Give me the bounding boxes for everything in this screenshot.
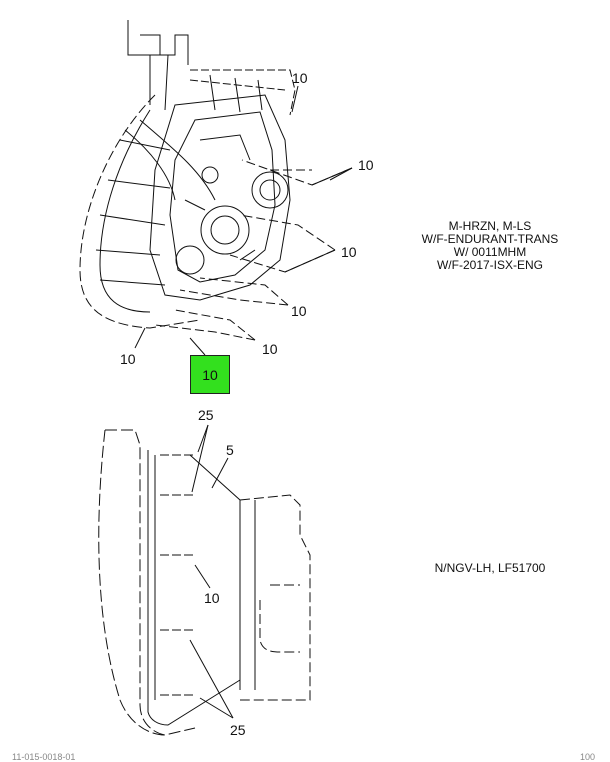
callouts-top: 10 10 10 10 10 10 [120, 70, 374, 367]
note-line: W/F-ENDURANT-TRANS [421, 232, 559, 246]
application-note-top: M-HRZN, M-LS W/F-ENDURANT-TRANS W/ 0011M… [415, 220, 565, 272]
callout-top-1: 10 [292, 70, 308, 86]
callout-bottom-25-top: 25 [198, 407, 214, 423]
highlighted-callout-box[interactable]: 10 [190, 355, 230, 394]
callout-bottom-25-bottom: 25 [230, 722, 246, 738]
callout-top-3: 10 [341, 244, 357, 260]
leader-lines-bottom [189, 424, 234, 719]
callout-top-2: 10 [358, 157, 374, 173]
leader-lines-top [134, 85, 353, 356]
footer-left-text: 11-015-0018-01 [12, 752, 76, 762]
callout-top-4: 10 [291, 303, 307, 319]
callouts-bottom: 25 5 10 25 [198, 407, 246, 738]
transmission-housing-drawing [79, 20, 296, 329]
callout-bottom-10: 10 [204, 590, 220, 606]
note-line: M-HRZN, M-LS [448, 219, 532, 233]
callout-top-5: 10 [262, 341, 278, 357]
application-note-bottom: N/NGV-LH, LF51700 [415, 562, 565, 575]
footer-right-text: 100 [580, 752, 596, 762]
callout-bottom-5: 5 [226, 442, 234, 458]
adapter-section-drawing [98, 429, 311, 736]
highlighted-callout-label: 10 [202, 367, 218, 383]
note-line: N/NGV-LH, LF51700 [434, 561, 546, 575]
note-line: W/F-2017-ISX-ENG [436, 258, 544, 272]
callout-top-6: 10 [120, 351, 136, 367]
note-line: W/ 0011MHM [453, 245, 527, 259]
